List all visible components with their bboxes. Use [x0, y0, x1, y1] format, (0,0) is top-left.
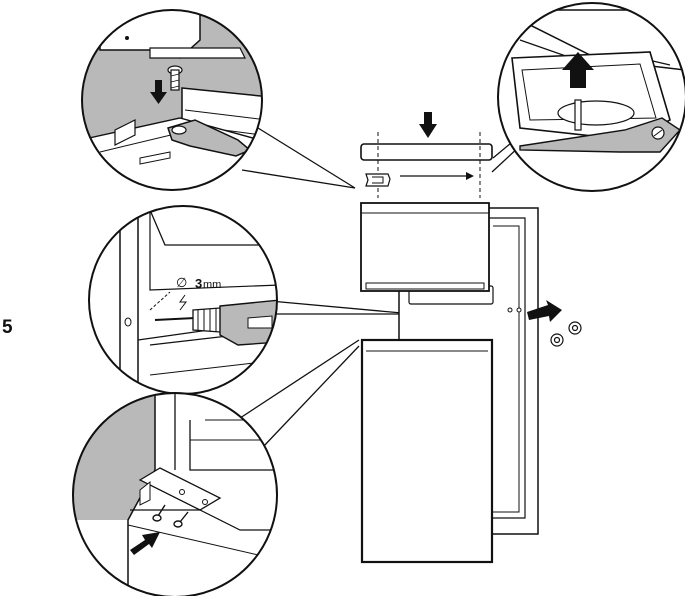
screw-caps — [527, 300, 582, 347]
magnifier-hinge-screw — [81, 9, 263, 191]
drill-icon — [154, 299, 277, 346]
magnifier-bottom-hinge — [72, 392, 278, 596]
fridge-door — [360, 338, 494, 564]
magnifier-drill: ∅ 3 mm — [88, 205, 278, 395]
drill-diameter-symbol: ∅ — [176, 275, 187, 290]
down-arrow-icon — [419, 112, 437, 138]
drill-size-unit: mm — [203, 279, 221, 291]
magnifier-cover-removal — [497, 2, 685, 192]
callout-lines — [233, 127, 521, 449]
step-number: 5 — [2, 317, 13, 338]
freezer-door — [360, 202, 490, 292]
right-arrow-icon — [466, 172, 474, 180]
fridge — [360, 202, 539, 564]
drill-size-value: 3 — [195, 276, 202, 291]
screw-cap-icon — [550, 321, 582, 347]
door-panel — [360, 132, 493, 198]
screwdriver-icon — [519, 117, 682, 153]
screw-icon — [167, 65, 183, 91]
right-arrow-icon — [130, 532, 160, 555]
screw-icon — [152, 504, 189, 528]
right-arrow-icon — [527, 300, 562, 322]
bracket-icon — [365, 173, 391, 187]
down-arrow-icon — [150, 80, 167, 104]
up-arrow-icon — [562, 52, 594, 88]
